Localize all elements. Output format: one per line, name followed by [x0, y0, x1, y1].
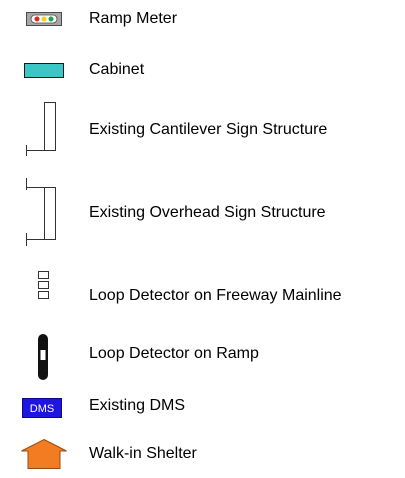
- legend-item-cantilever-sign: Existing Cantilever Sign Structure: [0, 100, 405, 160]
- overhead-sign-structure-icon: [26, 178, 56, 246]
- legend-label-cantilever-sign: Existing Cantilever Sign Structure: [89, 121, 328, 138]
- ramp-loop-detector-icon: [38, 334, 48, 380]
- legend-label-mainline-loop: Loop Detector on Freeway Mainline: [89, 287, 342, 304]
- cabinet-icon: [24, 63, 64, 78]
- legend-item-walk-in-shelter: Walk-in Shelter: [0, 436, 405, 472]
- legend-label-walk-in-shelter: Walk-in Shelter: [89, 445, 197, 462]
- legend-item-dms: DMS Existing DMS: [0, 394, 405, 422]
- dms-icon: DMS: [22, 398, 62, 418]
- legend-item-ramp-loop: Loop Detector on Ramp: [0, 332, 405, 382]
- dms-icon-text: DMS: [30, 403, 54, 415]
- ramp-meter-icon: [26, 12, 62, 26]
- legend-label-dms: Existing DMS: [89, 397, 186, 414]
- mainline-loop-detector-icon: [38, 271, 49, 299]
- legend-item-overhead-sign: Existing Overhead Sign Structure: [0, 175, 405, 250]
- legend-label-overhead-sign: Existing Overhead Sign Structure: [89, 204, 326, 221]
- legend-label-ramp-meter: Ramp Meter: [89, 10, 178, 27]
- walk-in-shelter-icon: [21, 438, 67, 469]
- legend-item-cabinet: Cabinet: [0, 55, 405, 85]
- legend-label-ramp-loop: Loop Detector on Ramp: [89, 345, 259, 362]
- legend-item-mainline-loop: Loop Detector on Freeway Mainline: [0, 268, 405, 308]
- legend-item-ramp-meter: Ramp Meter: [0, 0, 405, 40]
- legend-label-cabinet: Cabinet: [89, 61, 145, 78]
- cantilever-sign-structure-icon: [26, 102, 56, 156]
